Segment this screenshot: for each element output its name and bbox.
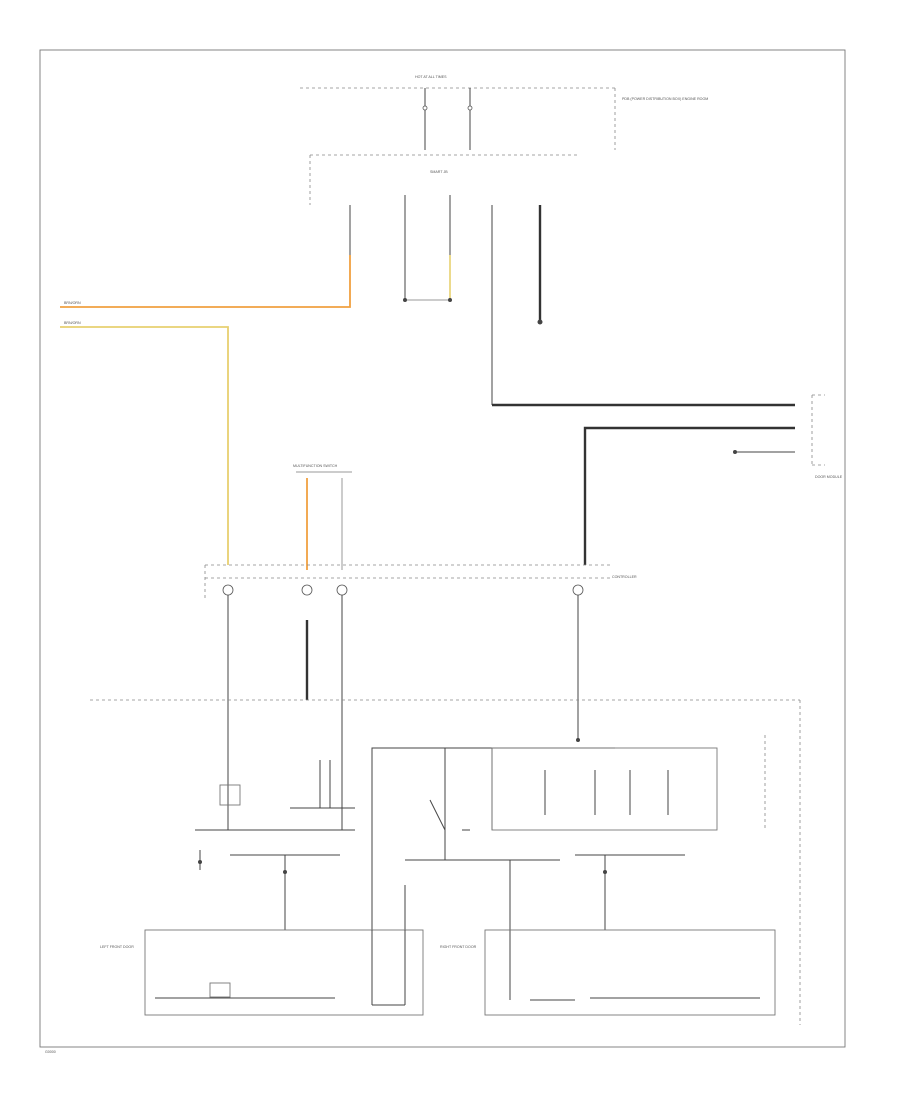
controller-connector: CONTROLLER <box>204 564 637 600</box>
diagram-frame <box>39 49 846 1048</box>
door-module-label: DOOR MODULE <box>815 475 843 479</box>
multifunction-switch: MULTIFUNCTION SWITCH <box>293 464 352 570</box>
wire-left-2-label: BRN/ORN <box>64 321 81 325</box>
top-fuse-block: HOT AT ALL TIMES PDB (POWER DISTRIBUTION… <box>300 75 708 205</box>
top-fuse-label: HOT AT ALL TIMES <box>415 75 447 79</box>
junction-box-label: SMART JB <box>430 170 448 174</box>
switch-label: MULTIFUNCTION SWITCH <box>293 464 338 468</box>
left-door-module: LEFT FRONT DOOR <box>100 929 424 1016</box>
fuse-columns <box>349 195 543 405</box>
wire-orange <box>60 255 351 308</box>
lower-switch-bars <box>230 854 685 1000</box>
left-feed-wires: BRN/ORN BRN/ORN <box>60 255 451 565</box>
center-switch-cluster <box>371 747 718 930</box>
corner-code: G0000 <box>45 1050 56 1054</box>
right-door-module: RIGHT FRONT DOOR <box>440 929 776 1016</box>
wire-yellow <box>60 326 229 565</box>
controller-label: CONTROLLER <box>612 575 637 579</box>
mid-vertical-runs <box>227 595 580 830</box>
left-relay-block <box>195 760 355 870</box>
right-door-label: RIGHT FRONT DOOR <box>440 945 477 949</box>
wire-left-1-label: BRN/ORN <box>64 301 81 305</box>
lower-region <box>90 699 801 1025</box>
left-door-label: LEFT FRONT DOOR <box>100 945 134 949</box>
right-module: DOOR MODULE <box>492 394 843 565</box>
top-right-note: PDB (POWER DISTRIBUTION BOX) ENGINE ROOM <box>622 97 708 101</box>
